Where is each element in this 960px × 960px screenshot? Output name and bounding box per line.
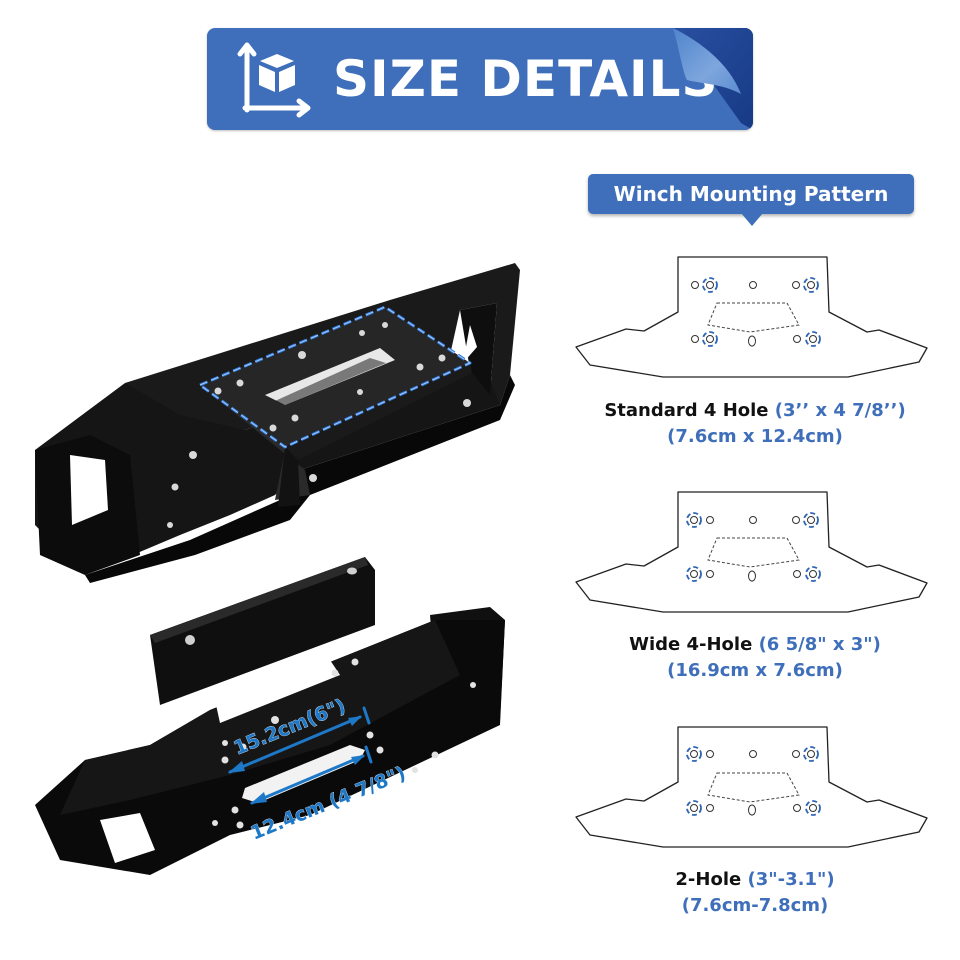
page-curl-decoration — [673, 28, 753, 130]
pattern-name: Wide 4-Hole — [629, 634, 753, 655]
callout-title: Winch Mounting Pattern — [613, 182, 889, 206]
pattern-diagram-wide-4-hole — [575, 491, 928, 613]
winch-mounting-pattern-label: Winch Mounting Pattern — [588, 174, 914, 226]
pattern-metric: (16.9cm x 7.6cm) — [667, 660, 843, 681]
winch-mount-top-view — [35, 263, 520, 583]
pattern-imperial: (3"-3.1") — [747, 869, 835, 890]
pattern-imperial: (3’’ x 4 7/8’’) — [774, 400, 906, 421]
pattern-caption-standard-4-hole: Standard 4 Hole (3’’ x 4 7/8’’) (7.6cm x… — [560, 398, 950, 450]
size-details-banner: SIZE DETAILS — [207, 28, 753, 130]
callout-pointer — [741, 213, 763, 226]
pattern-caption-wide-4-hole: Wide 4-Hole (6 5/8" x 3") (16.9cm x 7.6c… — [560, 632, 950, 684]
pattern-metric: (7.6cm-7.8cm) — [681, 895, 829, 916]
pattern-name: 2-Hole — [675, 869, 742, 890]
pattern-diagram-2-hole — [575, 726, 928, 848]
winch-mount-bottom-view: 15.2cm(6") 12.4cm (4 7/8") — [35, 557, 505, 875]
pattern-name: Standard 4 Hole — [604, 400, 769, 421]
pattern-caption-2-hole: 2-Hole (3"-3.1") (7.6cm-7.8cm) — [560, 867, 950, 919]
banner-title: SIZE DETAILS — [333, 50, 719, 108]
dimension-cube-icon — [237, 42, 311, 118]
pattern-metric: (7.6cm x 12.4cm) — [667, 426, 843, 447]
pattern-imperial: (6 5/8" x 3") — [758, 634, 881, 655]
pattern-diagram-standard-4-hole — [575, 256, 928, 378]
